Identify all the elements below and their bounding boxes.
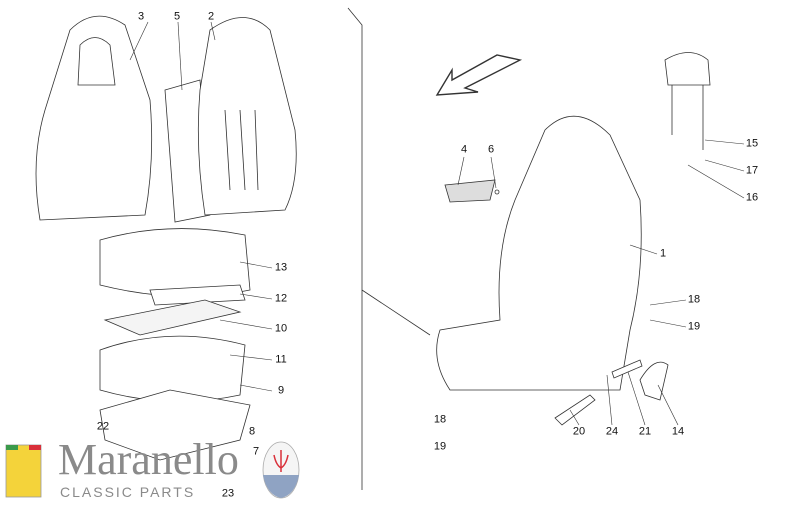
callout-17: 17: [745, 164, 759, 177]
callout-8: 8: [248, 425, 256, 438]
callout-20: 20: [572, 425, 586, 438]
callout-6: 6: [487, 143, 495, 156]
callout-9: 9: [277, 384, 285, 397]
divider-line: [347, 7, 363, 490]
callout-14: 14: [671, 425, 685, 438]
callout-13: 13: [274, 261, 288, 274]
ferrari-logo: [5, 444, 42, 498]
callout-12: 12: [274, 292, 288, 305]
callout-2: 2: [207, 10, 215, 23]
callout-3: 3: [137, 10, 145, 23]
callout-7: 7: [252, 445, 260, 458]
callout-18: 18: [687, 293, 701, 306]
seat-cushion: [99, 228, 251, 297]
callout-15: 15: [745, 137, 759, 150]
callout-23: 23: [221, 487, 235, 500]
callout-22: 22: [96, 420, 110, 433]
callout-11: 11: [275, 353, 287, 366]
brand-watermark: Maranello: [58, 435, 239, 484]
callout-19: 19: [687, 320, 701, 333]
callout-16: 16: [745, 191, 759, 204]
callout-5: 5: [173, 10, 181, 23]
callout-21: 21: [638, 425, 652, 438]
seat-back-frame: [197, 17, 297, 216]
callout-24: 24: [605, 425, 619, 438]
callout-4: 4: [460, 143, 468, 156]
callout-18-lower: 18: [433, 413, 447, 426]
callout-1: 1: [659, 247, 667, 260]
brand-subtitle: CLASSIC PARTS: [60, 484, 196, 500]
callout-19-lower: 19: [433, 440, 447, 453]
complete-seat: [436, 115, 642, 391]
headrest: [664, 52, 711, 86]
direction-arrow: [435, 54, 523, 96]
seat-back-upholstery: [35, 15, 153, 221]
callout-10: 10: [274, 322, 288, 335]
